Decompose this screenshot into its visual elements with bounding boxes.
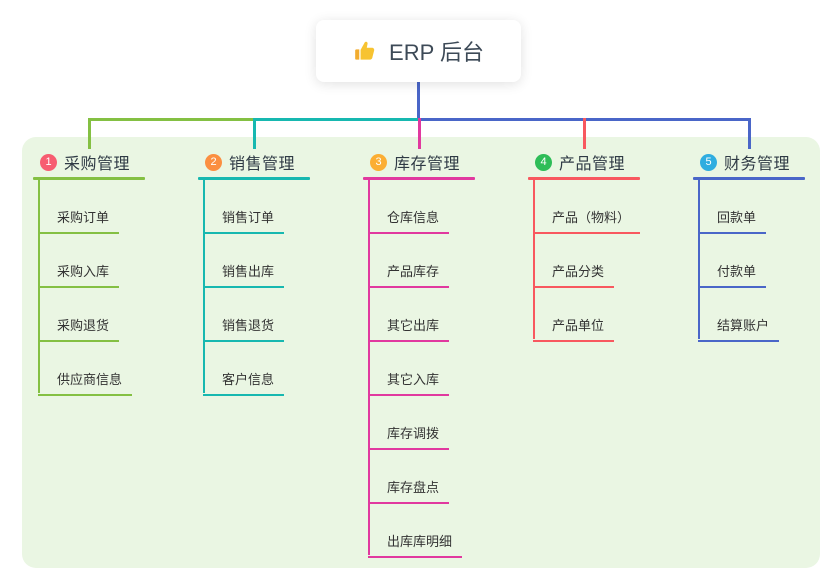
branch-node-2[interactable]: 2 销售管理	[198, 151, 310, 173]
child-row: 库存调拨	[368, 396, 475, 450]
branch-number-badge: 4	[535, 153, 552, 171]
thumbs-up-icon	[353, 38, 379, 64]
child-row: 销售订单	[203, 180, 310, 234]
children-spine-line	[368, 180, 370, 555]
branch-column: 4 产品管理产品（物料） 产品分类产品单位	[528, 151, 641, 342]
child-node[interactable]: 库存盘点	[368, 477, 450, 504]
connector-drop	[747, 118, 751, 149]
child-row: 产品分类	[533, 234, 640, 288]
child-row: 仓库信息	[368, 180, 475, 234]
branch-children: 采购订单采购入库采购退货供应商信息	[38, 180, 145, 396]
connector-drop	[417, 118, 421, 149]
child-node[interactable]: 其它入库	[368, 369, 450, 396]
branch-children: 仓库信息产品库存其它出库其它入库库存调拨库存盘点出库库明细	[368, 180, 475, 558]
child-row: 销售出库	[203, 234, 310, 288]
child-row: 销售退货	[203, 288, 310, 342]
child-row: 回款单	[698, 180, 805, 234]
branch-node-4[interactable]: 4 产品管理	[528, 151, 640, 173]
child-node[interactable]: 结算账户	[698, 315, 780, 342]
branch-column: 3 库存管理仓库信息产品库存其它出库其它入库库存调拨库存盘点出库库明细	[363, 151, 475, 558]
child-row: 产品（物料）	[533, 180, 641, 234]
child-row: 出库库明细	[368, 504, 475, 558]
branch-underline	[33, 177, 145, 180]
branch-node-3[interactable]: 3 库存管理	[363, 151, 475, 173]
child-row: 产品库存	[368, 234, 475, 288]
branch-underline	[198, 177, 310, 180]
child-row: 其它入库	[368, 342, 475, 396]
connector-drop	[87, 118, 91, 149]
child-node[interactable]: 产品（物料）	[533, 207, 641, 234]
branch-label: 产品管理	[559, 156, 626, 173]
branch-label: 采购管理	[64, 156, 131, 173]
child-node[interactable]: 产品单位	[533, 315, 615, 342]
branch-column: 2 销售管理销售订单销售出库销售退货客户信息	[198, 151, 310, 396]
children-spine-line	[38, 180, 40, 393]
branch-children: 产品（物料） 产品分类产品单位	[533, 180, 641, 342]
connector-horizontal-segment	[88, 118, 255, 121]
branch-underline	[363, 177, 475, 180]
child-row: 付款单	[698, 234, 805, 288]
connector-drop	[582, 118, 586, 149]
branch-column: 5 财务管理回款单付款单结算账户	[693, 151, 805, 342]
branch-node-1[interactable]: 1 采购管理	[33, 151, 145, 173]
branch-label: 财务管理	[724, 156, 791, 173]
branch-underline	[693, 177, 805, 180]
child-node[interactable]: 销售退货	[203, 315, 285, 342]
branch-number-badge: 1	[40, 153, 57, 171]
child-node[interactable]: 供应商信息	[38, 369, 133, 396]
branch-number-badge: 3	[370, 153, 387, 171]
connector-drop	[252, 118, 256, 149]
child-row: 采购退货	[38, 288, 145, 342]
branches-panel	[22, 137, 820, 568]
child-node[interactable]: 出库库明细	[368, 531, 463, 558]
branch-number-badge: 5	[700, 153, 717, 171]
connector-horizontal-segment	[254, 118, 420, 121]
branch-label: 库存管理	[394, 156, 461, 173]
child-node[interactable]: 客户信息	[203, 369, 285, 396]
child-node[interactable]: 仓库信息	[368, 207, 450, 234]
child-node[interactable]: 其它出库	[368, 315, 450, 342]
branch-number-badge: 2	[205, 153, 222, 171]
child-node[interactable]: 产品库存	[368, 261, 450, 288]
children-spine-line	[533, 180, 535, 339]
child-row: 采购入库	[38, 234, 145, 288]
child-node[interactable]: 库存调拨	[368, 423, 450, 450]
child-node[interactable]: 采购订单	[38, 207, 120, 234]
child-row: 供应商信息	[38, 342, 145, 396]
children-spine-line	[698, 180, 700, 339]
child-node[interactable]: 采购入库	[38, 261, 120, 288]
branch-node-5[interactable]: 5 财务管理	[693, 151, 805, 173]
child-node[interactable]: 采购退货	[38, 315, 120, 342]
child-row: 结算账户	[698, 288, 805, 342]
child-node[interactable]: 回款单	[698, 207, 767, 234]
children-spine-line	[203, 180, 205, 393]
child-row: 客户信息	[203, 342, 310, 396]
root-stem-line	[417, 82, 420, 119]
child-row: 产品单位	[533, 288, 640, 342]
child-node[interactable]: 销售出库	[203, 261, 285, 288]
child-node[interactable]: 销售订单	[203, 207, 285, 234]
branch-label: 销售管理	[229, 156, 296, 173]
child-row: 采购订单	[38, 180, 145, 234]
child-row: 库存盘点	[368, 450, 475, 504]
child-node[interactable]: 产品分类	[533, 261, 615, 288]
branch-underline	[528, 177, 640, 180]
root-label: ERP 后台	[389, 40, 484, 65]
root-node[interactable]: ERP 后台	[316, 20, 521, 82]
child-node[interactable]: 付款单	[698, 261, 767, 288]
branch-children: 回款单付款单结算账户	[698, 180, 805, 342]
child-row: 其它出库	[368, 288, 475, 342]
branch-children: 销售订单销售出库销售退货客户信息	[203, 180, 310, 396]
branch-column: 1 采购管理采购订单采购入库采购退货供应商信息	[33, 151, 145, 396]
